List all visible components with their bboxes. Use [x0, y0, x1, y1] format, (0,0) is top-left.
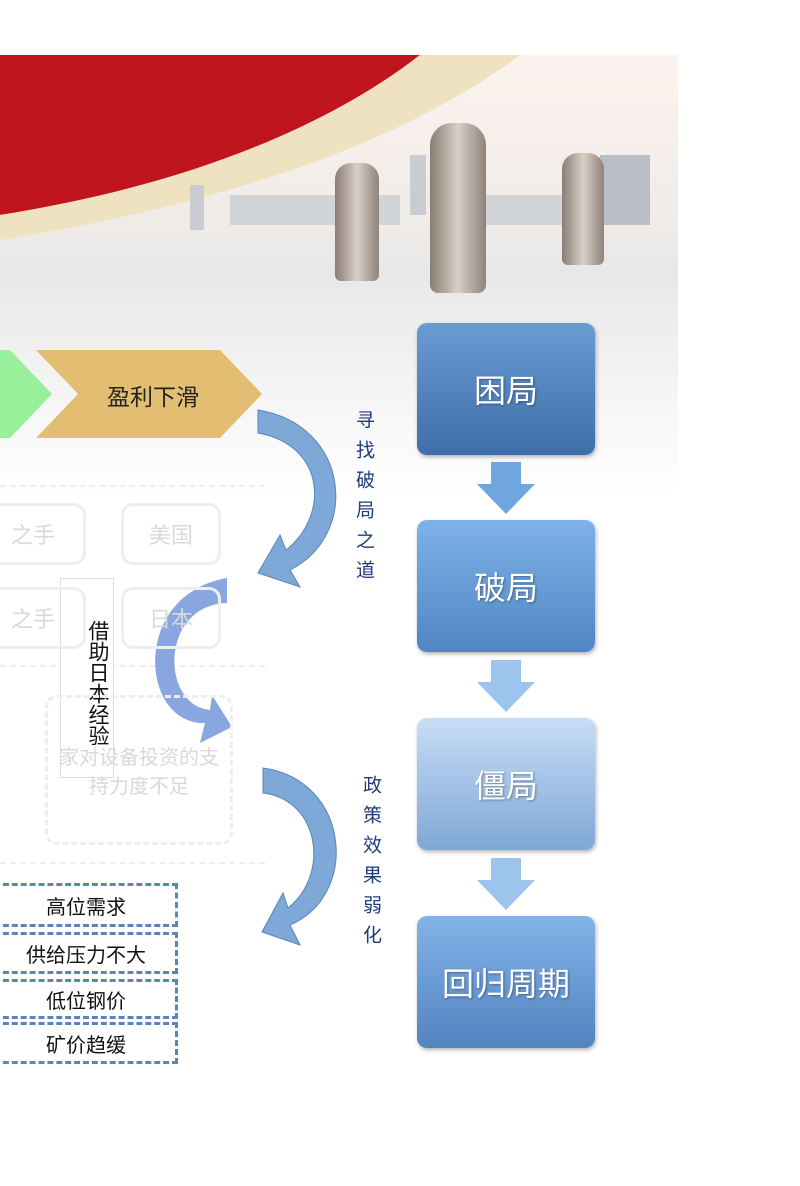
curved-arrow-icon — [257, 409, 337, 588]
japan-experience-callout: 借助日本经验 — [60, 578, 114, 778]
curved-arrow-icon — [155, 578, 232, 743]
chess-king-icon — [335, 163, 379, 281]
stage-box-dilemma: 困局 — [417, 323, 595, 455]
factor-box: 低位钢价 — [0, 979, 178, 1019]
profit-decline-label: 盈利下滑 — [107, 385, 199, 411]
factor-box: 供给压力不大 — [0, 932, 178, 974]
policy-weakened-label: 政策效果弱化 — [360, 775, 382, 955]
chess-king-icon — [562, 153, 604, 265]
faded-box: 之手 — [0, 587, 86, 649]
seek-breakthrough-label: 寻找破局之道 — [353, 410, 375, 590]
green-chevron — [0, 350, 52, 438]
faded-box: 日本 — [121, 587, 221, 649]
curved-arrows — [155, 409, 337, 946]
chess-king-icon — [430, 123, 486, 293]
factor-box: 矿价趋缓 — [0, 1022, 178, 1064]
stage-box-breakthrough: 破局 — [417, 520, 595, 652]
stage-box-stalemate: 僵局 — [417, 718, 595, 850]
down-arrow-icon — [477, 660, 535, 712]
down-arrow-icon — [477, 462, 535, 514]
faded-box: 之手 — [0, 503, 86, 565]
stage-box-return-cycle: 回归周期 — [417, 916, 595, 1048]
faded-box: 美国 — [121, 503, 221, 565]
curved-arrow-icon — [261, 767, 337, 946]
down-arrow-icon — [477, 858, 535, 910]
tan-chevron — [36, 350, 262, 438]
faded-box: 家对设备投资的支持力度不足 — [45, 695, 233, 845]
factor-box: 高位需求 — [0, 883, 178, 927]
red-swoosh — [0, 55, 520, 240]
